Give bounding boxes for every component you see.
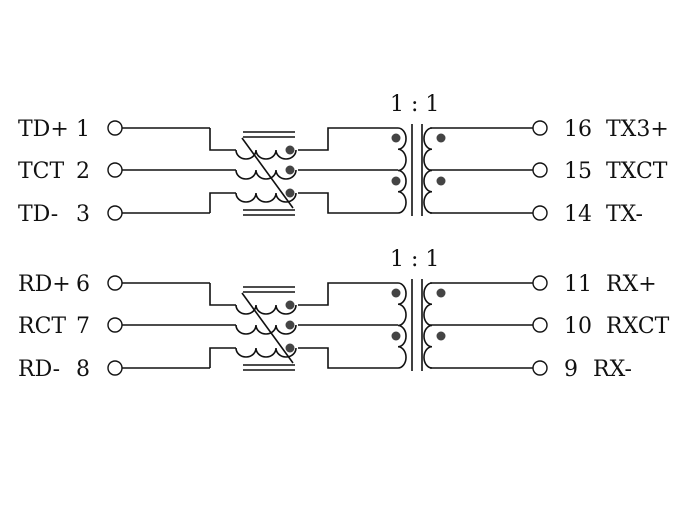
- pin-terminal-icon: [107, 275, 123, 291]
- wire: [209, 192, 398, 214]
- pin-terminal-icon: [107, 120, 123, 136]
- polarity-dot-icon: [285, 188, 295, 198]
- polarity-dot-icon: [285, 145, 295, 155]
- secondary-winding-icon: [423, 127, 433, 214]
- secondary-winding-icon: [423, 282, 433, 369]
- wire: [209, 347, 398, 369]
- transformer-core-icon: [411, 279, 423, 371]
- left-pin-number: 8: [76, 357, 90, 382]
- choke-winding-icon: [235, 304, 297, 315]
- pin-terminal-icon: [532, 205, 548, 221]
- pin-terminal-icon: [532, 120, 548, 136]
- primary-winding-icon: [397, 282, 407, 369]
- polarity-dot-icon: [391, 133, 401, 143]
- polarity-dot-icon: [436, 176, 446, 186]
- right-pin-name: RXCT: [606, 314, 670, 339]
- right-pin-number: 9: [564, 357, 578, 382]
- wire: [209, 127, 398, 151]
- left-pin-number: 3: [76, 202, 90, 227]
- polarity-dot-icon: [285, 343, 295, 353]
- right-pin-name: RX+: [606, 272, 657, 297]
- section-receive: 1 : 1 RD+6 11 RX+ RCT 7 10 RXCT RD- 8 9 RX-: [18, 247, 670, 382]
- right-pin-name: RX-: [593, 357, 632, 382]
- choke-winding-icon: [235, 192, 297, 203]
- choke-winding-icon: [235, 347, 297, 358]
- pin-terminal-icon: [532, 275, 548, 291]
- turns-ratio-label: 1 : 1: [390, 92, 439, 117]
- left-pin-name: RD-: [18, 357, 60, 382]
- pin-terminal-icon: [107, 360, 123, 376]
- pin-terminal-icon: [532, 360, 548, 376]
- left-pin-name: TD+: [18, 117, 69, 142]
- polarity-dot-icon: [285, 320, 295, 330]
- right-pin-number: 16: [564, 117, 592, 142]
- right-pin-number: 14: [564, 202, 592, 227]
- left-pin-name: TD-: [18, 202, 58, 227]
- left-pin-number: 2: [76, 159, 90, 184]
- right-pin-name: TX3+: [606, 117, 669, 142]
- pin-terminal-icon: [532, 162, 548, 178]
- transformer-core-icon: [411, 124, 423, 216]
- polarity-dot-icon: [436, 288, 446, 298]
- pin-terminal-icon: [107, 317, 123, 333]
- right-pin-name: TXCT: [606, 159, 668, 184]
- left-pin-name: TCT: [18, 159, 65, 184]
- left-pin-number: 7: [76, 314, 90, 339]
- polarity-dot-icon: [285, 165, 295, 175]
- primary-winding-icon: [397, 127, 407, 214]
- left-pin-number: 1: [76, 117, 90, 142]
- pin-terminal-icon: [532, 317, 548, 333]
- right-pin-name: TX-: [606, 202, 643, 227]
- left-pin-number: 6: [76, 272, 90, 297]
- left-pin-name: RD+: [18, 272, 71, 297]
- right-pin-number: 10: [564, 314, 592, 339]
- pin-terminal-icon: [107, 205, 123, 221]
- choke-core-icon: [241, 131, 295, 216]
- left-pin-name: RCT: [18, 314, 66, 339]
- polarity-dot-icon: [436, 331, 446, 341]
- turns-ratio-label: 1 : 1: [390, 247, 439, 272]
- right-pin-number: 11: [564, 272, 592, 297]
- polarity-dot-icon: [391, 331, 401, 341]
- right-pin-number: 15: [564, 159, 592, 184]
- pin-terminal-icon: [107, 162, 123, 178]
- polarity-dot-icon: [391, 288, 401, 298]
- choke-winding-icon: [235, 169, 297, 180]
- choke-winding-icon: [235, 149, 297, 160]
- choke-core-icon: [241, 286, 295, 371]
- polarity-dot-icon: [285, 300, 295, 310]
- choke-winding-icon: [235, 324, 297, 335]
- wire: [209, 282, 398, 306]
- section-transmit: 1 : 1 TD+ 1 16 TX3+ TCT 2 15 TXCT TD- 3 14 TX-: [18, 92, 669, 227]
- polarity-dot-icon: [391, 176, 401, 186]
- polarity-dot-icon: [436, 133, 446, 143]
